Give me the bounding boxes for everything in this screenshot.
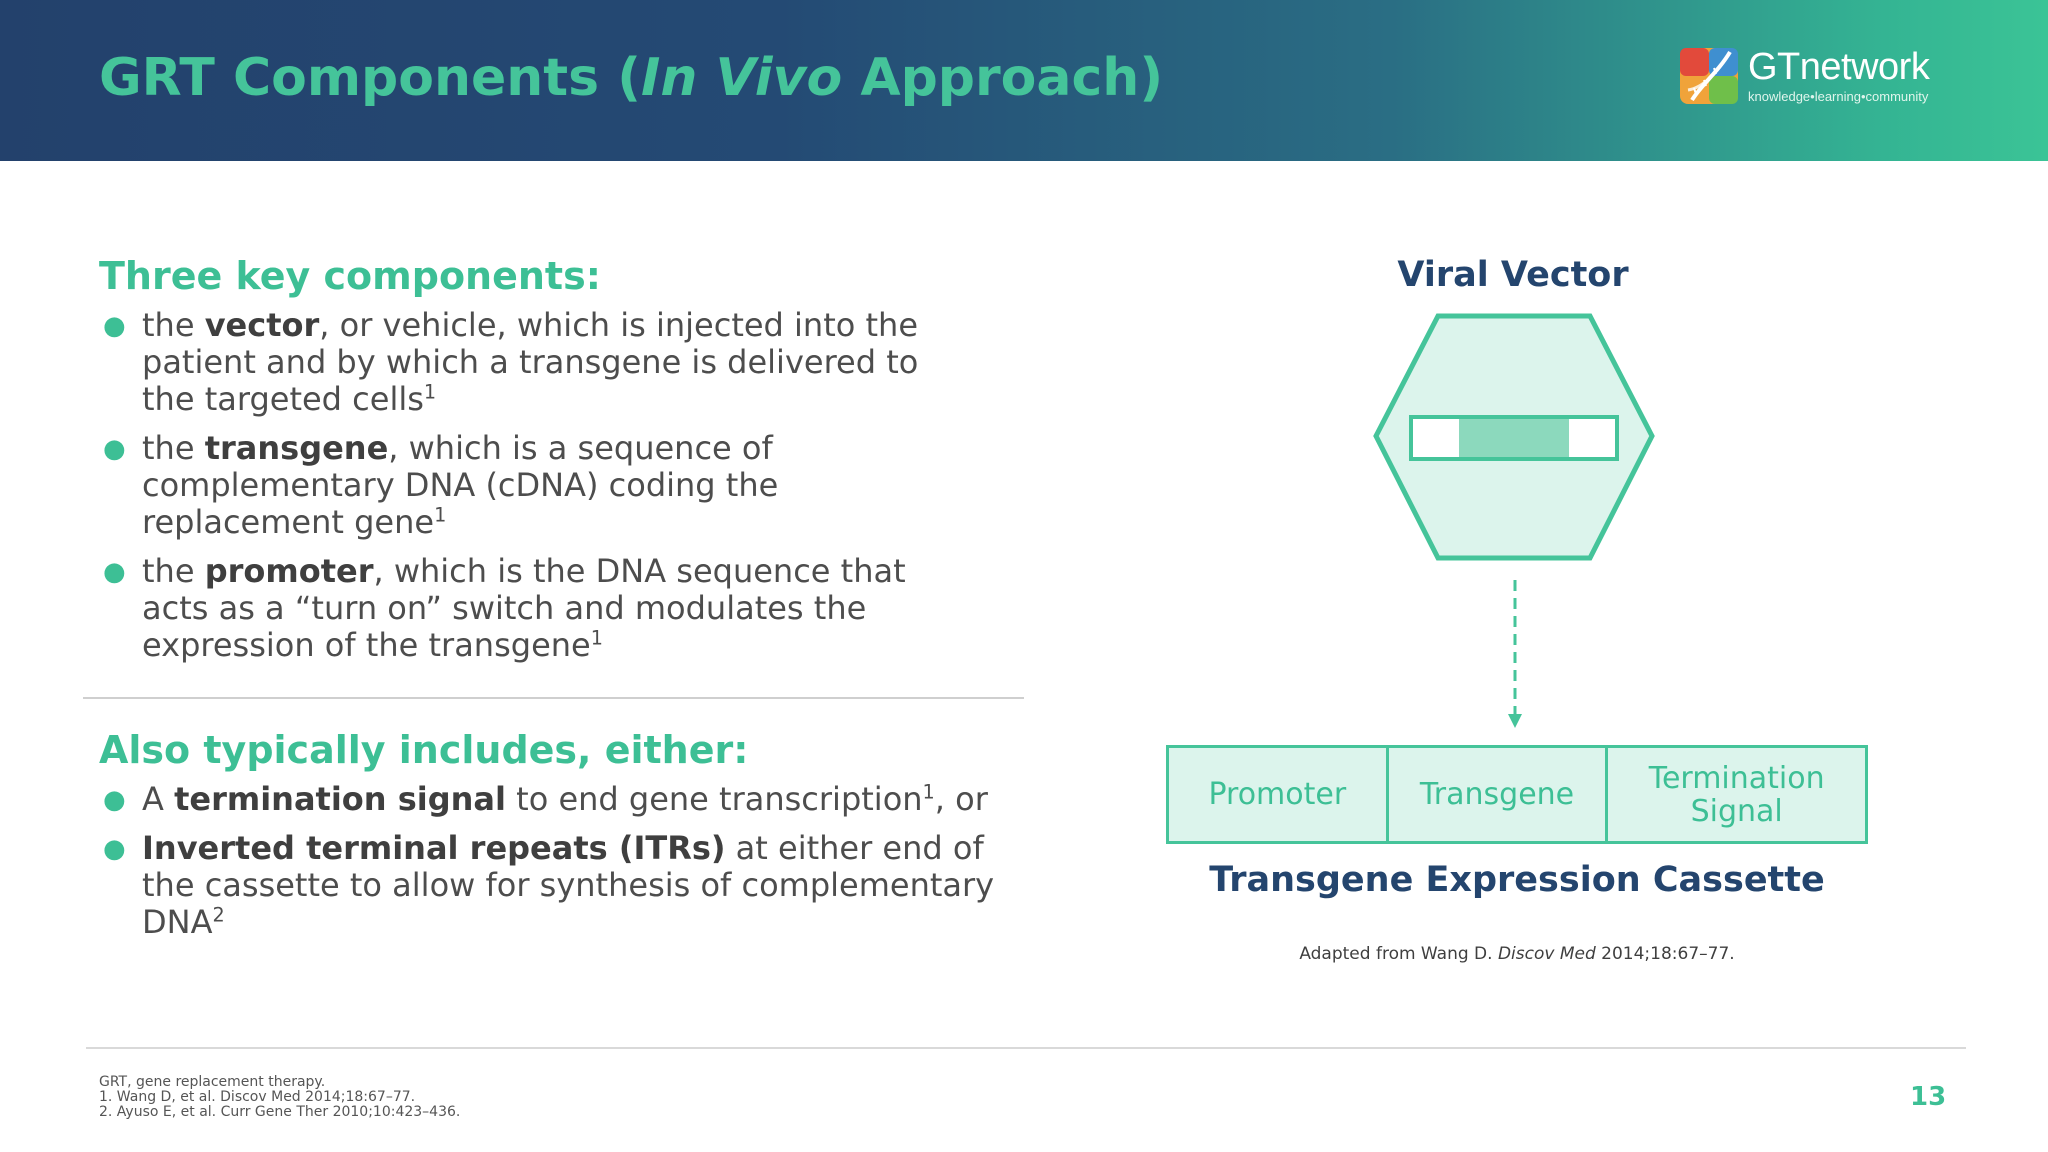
bullet-termination-signal: ●A termination signal to end gene transc… [103,780,988,818]
bullet-vector: ●the vector, or vehicle, which is inject… [103,306,919,418]
bullet-transgene: ●the transgene, which is a sequence of c… [103,429,779,541]
section-heading-also-includes: Also typically includes, either: [99,728,749,772]
bullet-dot-icon: ● [103,834,126,864]
header-banner: GRT Components (In Vivo Approach) GTnetw… [0,0,2048,161]
cassette-transgene: Transgene [1385,748,1606,841]
bullet-dot-icon: ● [103,557,126,587]
section-divider [83,697,1024,699]
section-heading-key-components: Three key components: [99,254,601,298]
page-number: 13 [1910,1082,1947,1112]
bullet-dot-icon: ● [103,785,126,815]
cassette-promoter: Promoter [1208,777,1347,812]
also-includes-list: ●A termination signal to end gene transc… [99,781,1029,953]
viral-vector-label: Viral Vector [1397,255,1629,295]
dashed-arrow-icon [1508,580,1522,728]
cassette-termination-signal: Termination Signal [1605,748,1865,841]
bullet-dot-icon: ● [103,434,126,464]
transgene-expression-cassette: Promoter Transgene Termination Signal [1166,745,1868,844]
cassette-label: Transgene Expression Cassette [1209,860,1825,900]
logo-tagline: knowledge•learning•community [1748,89,1929,104]
key-components-list: ●the vector, or vehicle, which is inject… [99,307,959,676]
viral-vector-hexagon-icon [1373,313,1655,561]
slide-title: GRT Components (In Vivo Approach) [99,48,1164,108]
footer-divider [86,1047,1966,1049]
references: GRT, gene replacement therapy. 1. Wang D… [99,1075,460,1120]
reference-abbreviation: GRT, gene replacement therapy. [99,1074,326,1090]
dna-logo-icon [1680,48,1738,104]
bullet-itrs: ●Inverted terminal repeats (ITRs) at eit… [103,829,995,941]
gtnetwork-logo: GTnetwork knowledge•learning•community [1678,44,1978,110]
adapted-citation: Adapted from Wang D. Discov Med 2014;18:… [1299,944,1735,964]
bullet-dot-icon: ● [103,311,126,341]
reference-2: 2. Ayuso E, et al. Curr Gene Ther 2010;1… [99,1104,461,1120]
reference-1: 1. Wang D, et al. Discov Med 2014;18:67–… [99,1089,416,1105]
bullet-promoter: ●the promoter, which is the DNA sequence… [103,552,906,664]
logo-name: GTnetwork [1748,46,1930,88]
